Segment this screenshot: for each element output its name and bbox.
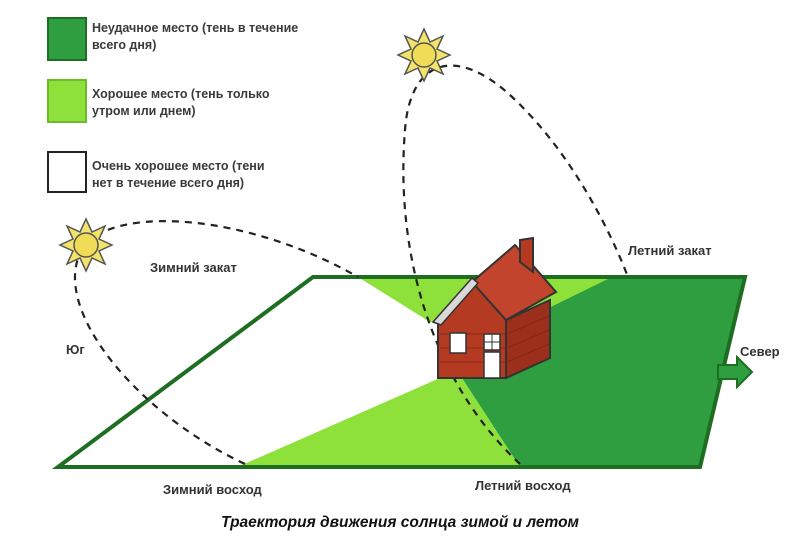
label-north: Север: [740, 344, 780, 359]
label-winter-sunset: Зимний закат: [150, 260, 237, 275]
sun-winter-icon: [58, 217, 114, 273]
legend-item-best: Очень хорошее место (тени нет в течение …: [47, 151, 265, 193]
sun-summer-icon: [396, 27, 452, 83]
legend-item-bad: Неудачное место (тень в течение всего дн…: [47, 17, 298, 61]
legend-best-line1: Очень хорошее место (тени: [92, 159, 265, 173]
label-south: Юг: [66, 342, 85, 357]
legend-swatch-bad: [47, 17, 87, 61]
arrow-right-icon: [717, 354, 754, 390]
house-icon: [431, 236, 558, 380]
winter-path: [73, 220, 359, 465]
summer-path: [402, 64, 630, 465]
legend-swatch-good: [47, 79, 87, 123]
ground-plot: [51, 275, 748, 469]
label-summer-sunset: Летний закат: [628, 243, 712, 258]
legend-bad-line2: всего дня): [92, 38, 156, 52]
plot-outline: [51, 275, 748, 469]
legend-bad-line1: Неудачное место (тень в течение: [92, 21, 298, 35]
legend-good-line2: утром или днем): [92, 104, 196, 118]
legend-item-good: Хорошее место (тень только утром или дне…: [47, 79, 270, 123]
legend-swatch-best: [47, 151, 87, 193]
label-winter-sunrise: Зимний восход: [163, 482, 263, 497]
light-zone-bottom: [240, 378, 520, 467]
label-summer-sunrise: Летний восход: [475, 478, 571, 493]
legend: Неудачное место (тень в течение всего дн…: [47, 17, 298, 193]
sun-trajectories: [73, 64, 630, 465]
caption: Траектория движения солнца зимой и летом: [221, 514, 580, 531]
legend-best-line2: нет в течение всего дня): [92, 176, 244, 190]
legend-good-line1: Хорошее место (тень только: [92, 87, 270, 101]
